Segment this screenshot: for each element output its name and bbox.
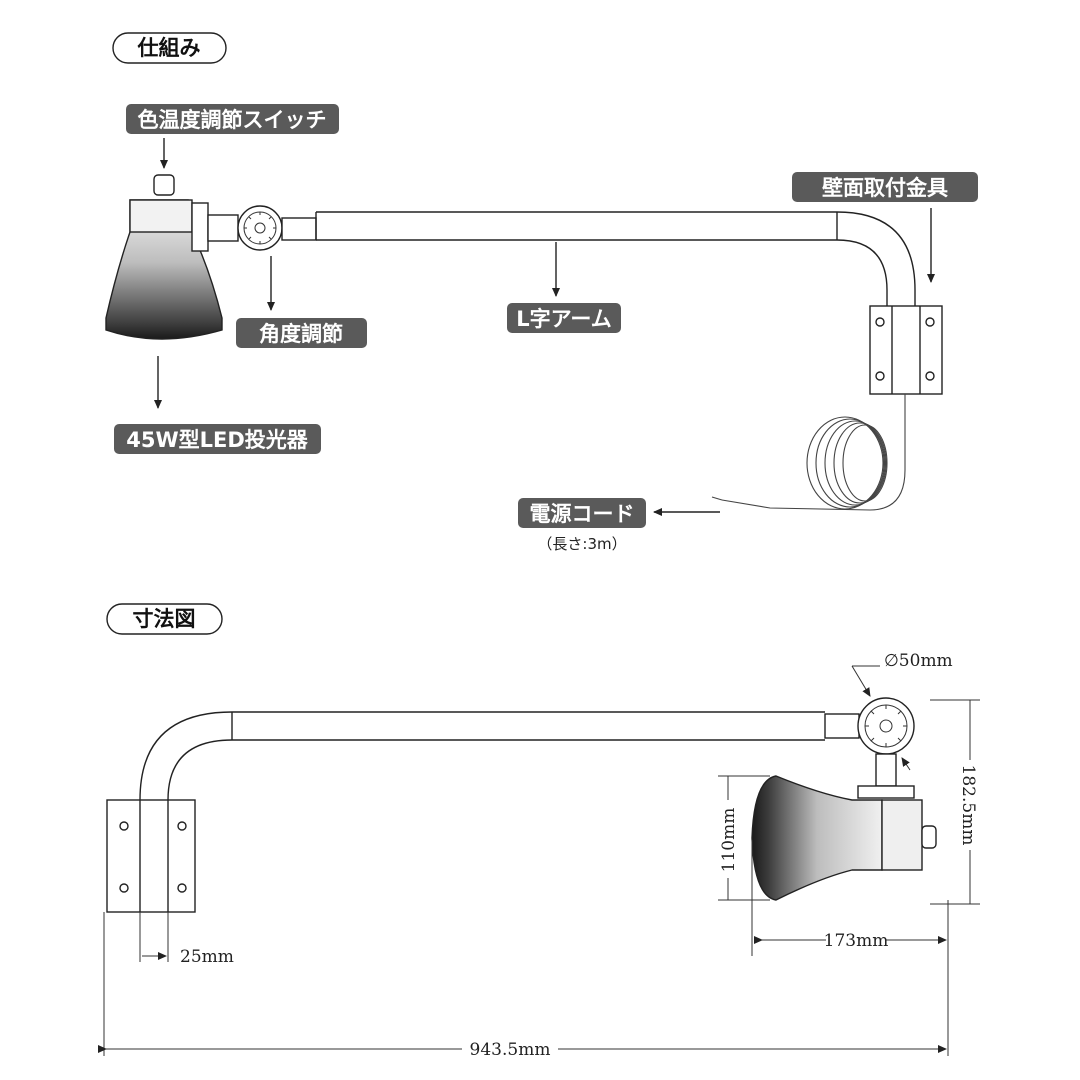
callout-power-cord: 電源コード （長さ:3m）: [518, 498, 646, 553]
callout-wall-bracket: 壁面取付金具: [792, 172, 978, 202]
callout-color-switch: 色温度調節スイッチ: [126, 104, 339, 134]
bottom-l-arm: [139, 711, 860, 801]
callout-angle-adjust: 角度調節: [236, 318, 367, 348]
callout-led-light: 45W型LED投光器: [114, 424, 321, 454]
callout-led-light-label: 45W型LED投光器: [126, 428, 309, 452]
dim-diameter-label: ∅50mm: [884, 651, 953, 671]
bottom-wall-bracket: [106, 799, 196, 913]
callout-wall-bracket-label: 壁面取付金具: [822, 176, 948, 200]
bottom-lamp-assembly: [751, 697, 937, 901]
dim-total-length-label: 943.5mm: [470, 1040, 551, 1060]
dim-height-label: 182.5mm: [958, 765, 978, 846]
top-power-cord: [711, 394, 906, 511]
section-dimensions-title: 寸法図: [133, 607, 196, 631]
dim-bracket-width-label: 25mm: [180, 947, 234, 967]
section-dimensions-heading: 寸法図: [106, 603, 223, 635]
top-l-arm: [315, 211, 916, 306]
callout-arrows-top: [154, 138, 935, 516]
callout-color-switch-label: 色温度調節スイッチ: [138, 108, 327, 132]
callout-angle-adjust-label: 角度調節: [259, 322, 343, 346]
callout-l-arm-label: L字アーム: [516, 307, 612, 331]
top-wall-bracket: [869, 305, 943, 395]
cord-length-label: （長さ:3m）: [537, 535, 626, 553]
dim-head-height-label: 110mm: [719, 808, 739, 873]
top-lamp-assembly: [105, 174, 317, 340]
section-structure-title: 仕組み: [137, 36, 201, 60]
callout-power-cord-label: 電源コード: [530, 502, 635, 526]
section-structure-heading: 仕組み: [112, 32, 227, 64]
dim-head-length-label: 173mm: [824, 931, 889, 951]
callout-l-arm: L字アーム: [507, 303, 621, 333]
dimension-lines: [98, 665, 980, 1056]
